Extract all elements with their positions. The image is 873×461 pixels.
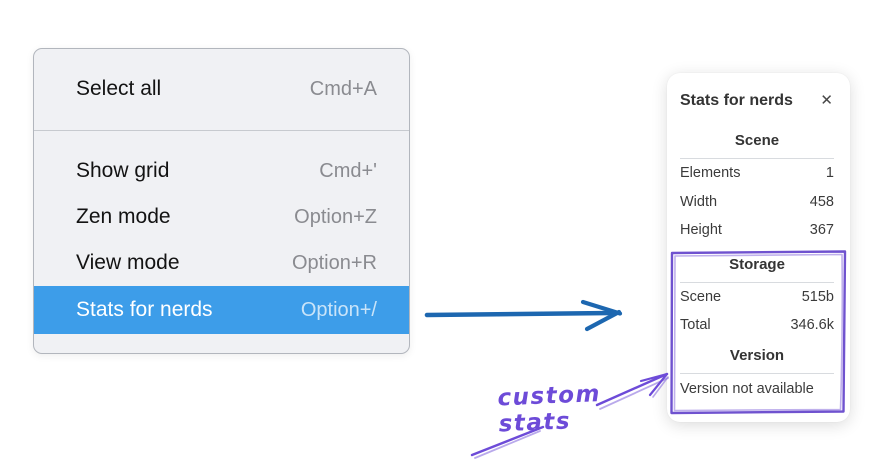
stat-label: Height <box>680 222 722 238</box>
stat-row-elements: Elements 1 <box>680 159 834 188</box>
menu-item-shortcut: Option+R <box>291 251 377 274</box>
menu-group-top: Select all Cmd+A <box>34 49 409 130</box>
section-divider <box>680 158 834 159</box>
section-heading: Scene <box>734 132 780 149</box>
stat-label: Elements <box>680 165 741 181</box>
close-icon[interactable]: ✕ <box>820 92 833 109</box>
stat-label: Width <box>680 193 718 210</box>
menu-item-show-grid[interactable]: Show grid Cmd+' <box>34 148 409 194</box>
menu-item-zen-mode[interactable]: Zen mode Option+Z <box>34 194 409 240</box>
menu-item-select-all[interactable]: Select all Cmd+A <box>34 62 409 116</box>
section-heading: Storage <box>729 255 785 273</box>
menu-item-label: Select all <box>76 77 162 100</box>
stat-row-width: Width 458 <box>680 188 834 217</box>
menu-item-shortcut: Cmd+' <box>319 159 377 182</box>
menu-item-shortcut: Cmd+A <box>309 77 377 100</box>
menu-item-label: Zen mode <box>76 205 171 228</box>
stat-label: Total <box>680 317 711 333</box>
stat-row-height: Height 367 <box>680 216 834 245</box>
menu-item-shortcut: Option+Z <box>294 205 377 228</box>
menu-item-label: View mode <box>76 251 180 274</box>
section-version: Version Version not available <box>680 346 834 405</box>
section-heading: Version <box>729 346 785 364</box>
menu-item-label: Show grid <box>76 159 170 182</box>
menu-divider <box>34 130 409 131</box>
context-menu: Select all Cmd+A Show grid Cmd+' Zen mod… <box>33 48 410 354</box>
version-note: Version not available <box>680 380 814 397</box>
stats-panel: Stats for nerds ✕ Scene Elements 1 Width… <box>667 73 850 422</box>
annotation-custom-stats-label: custom stats <box>496 381 602 438</box>
blue-arrow <box>424 299 623 332</box>
section-storage: Storage Scene 515b Total 346.6k <box>680 255 834 340</box>
stat-row-scene: Scene 515b <box>680 283 834 312</box>
stats-panel-header: Stats for nerds ✕ <box>680 91 834 111</box>
stat-value: 367 <box>809 222 834 238</box>
menu-item-shortcut: Option+/ <box>300 298 377 321</box>
menu-item-stats-for-nerds[interactable]: Stats for nerds Option+/ <box>34 286 409 334</box>
stat-label: Scene <box>680 288 722 305</box>
stat-value: 458 <box>809 193 834 210</box>
stat-value: 346.6k <box>790 317 834 333</box>
stat-value: 1 <box>825 165 834 181</box>
stats-panel-title: Stats for nerds <box>680 92 793 109</box>
stat-value: 515b <box>801 288 834 305</box>
menu-item-view-mode[interactable]: View mode Option+R <box>34 240 409 286</box>
menu-item-label: Stats for nerds <box>76 298 213 321</box>
menu-group-bottom: Show grid Cmd+' Zen mode Option+Z View m… <box>34 131 409 353</box>
stat-row-total: Total 346.6k <box>680 311 834 340</box>
section-scene: Scene Elements 1 Width 458 Height 367 <box>680 131 834 245</box>
